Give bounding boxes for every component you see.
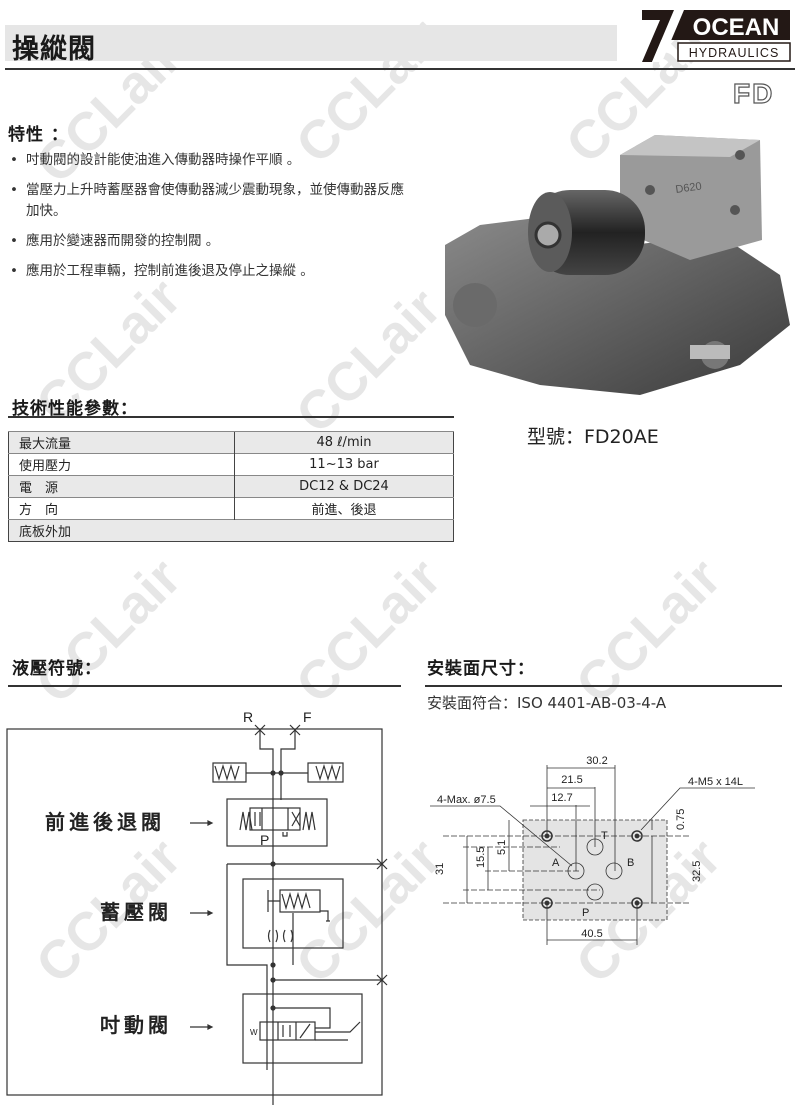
dim-5-1: 5.1: [496, 840, 508, 855]
accumulator-valve-label: 蓄壓閥: [100, 900, 172, 924]
feature-item: 當壓力上升時蓄壓器會使傳動器減少震動現象，並使傳動器反應加快。: [8, 180, 406, 222]
features-heading: 特性 ：: [8, 125, 69, 145]
dim-thread: 4-M5 x 14L: [688, 776, 743, 788]
mounting-standard: 安裝面符合：ISO 4401-AB-03-4-A: [427, 694, 667, 712]
dim-12-7: 12.7: [551, 792, 572, 804]
dim-15-5: 15.5: [475, 847, 487, 868]
table-row: 底板外加: [8, 519, 454, 542]
spec-label: 底板外加: [8, 519, 454, 542]
spec-value: DC12 & DC24: [234, 475, 454, 498]
product-photo: D620: [445, 135, 790, 395]
series-code: FD: [732, 77, 775, 109]
title-bar: [5, 25, 617, 61]
mounting-drawing: 30.2 21.5 12.7 4-Max. ø7.5 4-M5 x 14L 0.…: [430, 755, 755, 945]
watermark: CCLair: [284, 547, 453, 715]
dim-31: 31: [434, 863, 446, 875]
feature-item: 應用於變速器而開發的控制閥 。: [8, 231, 428, 252]
spec-label: 電 源: [8, 475, 235, 498]
watermark: CCLair: [284, 277, 453, 445]
spec-value: 前進、後退: [234, 497, 454, 520]
schematic-divider: [8, 685, 401, 687]
port-b-label: B: [627, 857, 634, 869]
spec-label: 使用壓力: [8, 453, 235, 476]
brand-logo: OCEAN HYDRAULICS: [642, 10, 791, 62]
feature-item: 應用於工程車輛，控制前進後退及停止之操縱 。: [8, 261, 428, 282]
spec-value: 48 ℓ/min: [234, 431, 454, 454]
watermark: CCLair: [24, 547, 193, 715]
dim-0-75: 0.75: [675, 809, 687, 830]
dim-40-5: 40.5: [581, 928, 602, 940]
schematic-heading: 液壓符號：: [12, 659, 102, 679]
dim-30-2: 30.2: [586, 755, 607, 767]
port-p-label: P: [582, 907, 589, 919]
port-f-label: F: [303, 709, 312, 725]
features-list: 吋動閥的設計能使油進入傳動器時操作平順 。 當壓力上升時蓄壓器會使傳動器減少震動…: [8, 150, 428, 291]
inching-valve-label: 吋動閥: [100, 1014, 172, 1037]
feature-item: 吋動閥的設計能使油進入傳動器時操作平順 。: [8, 150, 428, 171]
watermark: CCLair: [564, 547, 733, 715]
dim-32-5: 32.5: [691, 861, 703, 882]
specs-heading: 技術性能參數：: [12, 399, 138, 419]
spec-label: 方 向: [8, 497, 235, 520]
page-title: 操縱閥: [12, 34, 96, 65]
port-r-label: R: [243, 709, 253, 725]
dim-21-5: 21.5: [561, 774, 582, 786]
brand-subtitle: HYDRAULICS: [689, 46, 780, 60]
port-t-label: T: [601, 830, 608, 842]
port-w-label: W: [250, 1028, 258, 1037]
model-number: 型號：FD20AE: [527, 426, 659, 448]
directional-valve-label: 前進後退閥: [45, 810, 165, 834]
port-a-label: A: [552, 857, 560, 869]
mounting-divider: [425, 685, 782, 687]
photo-stamp: D620: [675, 180, 703, 196]
brand-name: OCEAN: [693, 14, 780, 41]
hydraulic-schematic: R F P W 前進後退閥 蓄壓閥 吋動閥: [6, 709, 388, 1105]
specs-divider: [8, 416, 454, 418]
table-row: 方 向前進、後退: [8, 497, 454, 520]
spec-label: 最大流量: [8, 431, 235, 454]
mounting-heading: 安裝面尺寸：: [427, 659, 535, 679]
dim-max-hole: 4-Max. ø7.5: [437, 794, 496, 806]
port-p-label: P: [260, 832, 269, 848]
header-divider: [5, 68, 795, 70]
spec-value: 11~13 bar: [234, 453, 454, 476]
